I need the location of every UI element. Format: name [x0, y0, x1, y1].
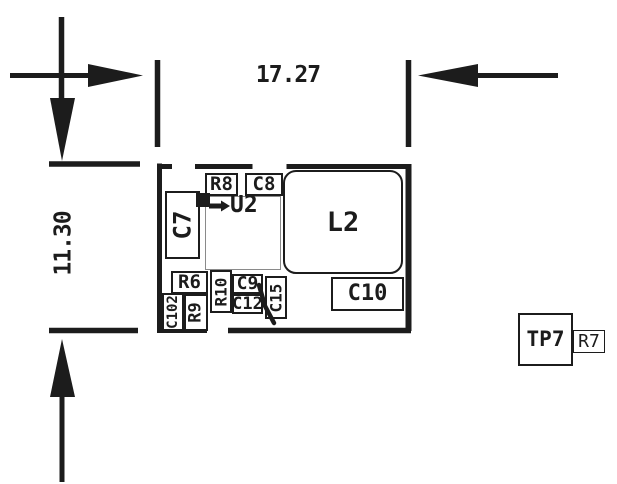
component-c102-label: C102 [165, 295, 181, 329]
arrow-left-icon [418, 64, 478, 87]
component-c9: C9 [232, 274, 263, 294]
component-c15: C15 [265, 276, 287, 319]
component-c7: C7 [165, 191, 200, 259]
u2-package-body [205, 196, 281, 270]
height-dimension-label: 11.30 [50, 211, 77, 276]
pin1-marker [196, 193, 210, 207]
component-c9-label: C9 [236, 273, 259, 294]
component-c12: C12 [232, 294, 263, 314]
component-l2-label: L2 [326, 206, 360, 238]
component-u2-designator: U2 [209, 194, 258, 217]
component-u2-label: U2 [230, 192, 258, 218]
component-r9-label: R9 [185, 302, 206, 323]
pin-lead-mark [256, 282, 277, 326]
component-r9: R9 [184, 294, 208, 331]
component-c8-label: C8 [252, 173, 276, 195]
component-c10: C10 [331, 277, 404, 311]
component-r10-label: R10 [211, 277, 230, 306]
component-r8-label: R8 [210, 173, 233, 195]
component-r8: R8 [205, 173, 238, 196]
component-r6: R6 [171, 271, 208, 294]
pin1-arrow-icon [209, 200, 230, 211]
arrow-right-icon [88, 64, 143, 87]
component-l2: L2 [283, 170, 403, 274]
component-c12-label: C12 [232, 293, 263, 314]
component-c7-label: C7 [168, 210, 197, 240]
component-r10: R10 [210, 270, 232, 313]
component-r6-label: R6 [178, 271, 201, 293]
component-c8: C8 [245, 173, 283, 196]
arrow-up-icon [50, 339, 75, 397]
width-dimension-label: 17.27 [255, 62, 321, 88]
component-c10-label: C10 [347, 281, 388, 306]
testpoint-tp7-label: TP7 [526, 327, 565, 351]
arrow-down-icon [50, 98, 75, 161]
component-r7-label: R7 [578, 330, 600, 352]
component-c102: C102 [162, 293, 184, 331]
component-r7: R7 [573, 330, 605, 353]
testpoint-tp7: TP7 [518, 313, 573, 366]
